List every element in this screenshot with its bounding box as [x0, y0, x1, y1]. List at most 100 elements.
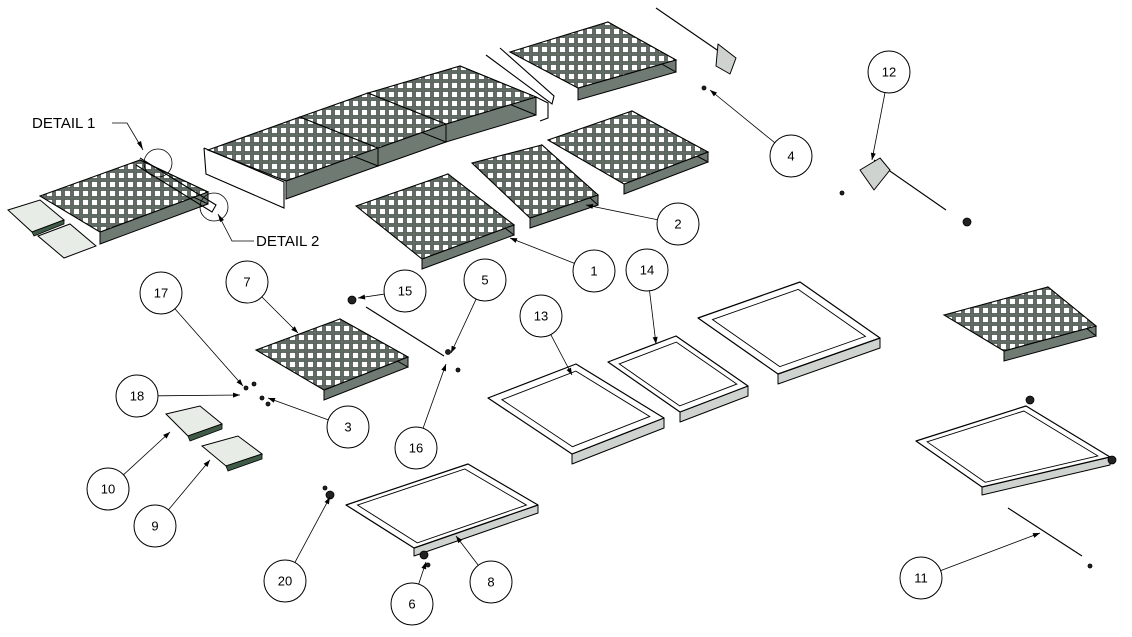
- left-platform-rail: [135, 157, 217, 213]
- arrowhead-15: [358, 294, 366, 300]
- balloon-number: 3: [344, 420, 351, 435]
- hardware-2: [445, 349, 451, 355]
- arrowhead-4: [710, 90, 718, 97]
- arrowhead-9: [203, 460, 210, 467]
- balloon-circle: [469, 560, 513, 604]
- grate-item-7: [254, 318, 410, 401]
- detail-1-callout: DETAIL 1: [32, 115, 173, 178]
- arrowhead-13: [566, 367, 572, 375]
- balloon-13: 13: [519, 294, 563, 338]
- hardware-13: [1107, 455, 1117, 465]
- arrowhead-6: [421, 562, 427, 570]
- balloon-5: 5: [463, 258, 507, 302]
- balloon-circle: [572, 249, 616, 293]
- arrowhead-10: [163, 432, 170, 439]
- bracket-item-4: [715, 43, 737, 75]
- frame-item-14: [607, 335, 749, 423]
- grate-item-1: [354, 172, 516, 270]
- balloon-1: 1: [572, 249, 616, 293]
- left-ramp-plate-lower: [37, 223, 97, 259]
- main-platform-grate-mid: [298, 92, 448, 167]
- leader-12: [871, 92, 886, 161]
- balloon-circle: [867, 50, 911, 94]
- leader-10: [123, 431, 171, 476]
- balloon-12: 12: [867, 50, 911, 94]
- balloon-6: 6: [390, 582, 434, 626]
- bracket-item-12: [859, 157, 891, 191]
- arrowhead-20: [324, 497, 330, 505]
- balloon-number: 14: [640, 263, 654, 278]
- hardware-12: [1025, 395, 1035, 405]
- arrowhead-8: [456, 536, 463, 544]
- arrowhead-7: [291, 326, 298, 333]
- hardware-8: [325, 490, 335, 500]
- balloon-number: 18: [130, 389, 144, 404]
- hardware-6: [259, 395, 265, 401]
- balloon-circle: [769, 134, 813, 178]
- frame-item-13: [487, 363, 665, 465]
- rod-item-11: [1007, 507, 1083, 557]
- balloon-number: 13: [534, 309, 548, 324]
- balloon-number: 12: [882, 65, 896, 80]
- arrowhead-12: [870, 152, 876, 160]
- balloon-7: 7: [225, 260, 269, 304]
- balloon-3: 3: [326, 405, 370, 449]
- main-platform-end-rail: [203, 147, 285, 209]
- balloon-circle: [394, 426, 438, 470]
- detail-1-label: DETAIL 1: [32, 115, 95, 132]
- balloon-circle: [383, 269, 427, 313]
- bar-item-4: [655, 7, 721, 53]
- arrowhead-16: [441, 364, 446, 372]
- balloon-number: 7: [243, 275, 250, 290]
- hardware-14: [1087, 563, 1093, 569]
- hardware-5: [251, 381, 257, 387]
- balloon-20: 20: [263, 559, 307, 603]
- hardware-4: [243, 385, 249, 391]
- balloon-number: 5: [481, 273, 488, 288]
- detail-2-label: DETAIL 2: [256, 233, 319, 250]
- leader-7: [261, 296, 299, 334]
- main-platform-grate-right: [366, 65, 538, 143]
- hardware-16: [962, 217, 972, 227]
- balloon-number: 1: [590, 264, 597, 279]
- balloon-circle: [139, 271, 183, 315]
- balloon-circle: [115, 374, 159, 418]
- hardware-7: [265, 401, 271, 407]
- hardware-1: [347, 295, 357, 305]
- balloon-circle: [463, 258, 507, 302]
- left-ramp-plate-edge: [31, 219, 65, 237]
- balloon-number: 6: [408, 597, 415, 612]
- arrowhead-17: [236, 379, 243, 386]
- balloon-4: 4: [769, 134, 813, 178]
- main-platform-end-clip: [535, 96, 549, 122]
- frame-right-assembly: [915, 405, 1111, 496]
- parts-layer: [7, 7, 1117, 569]
- arrowhead-5: [451, 345, 457, 353]
- frame-item-8: [345, 463, 539, 557]
- balloon-11: 11: [899, 556, 943, 600]
- leader-18: [157, 394, 241, 397]
- balloon-circle: [656, 202, 700, 246]
- balloon-2: 2: [656, 202, 700, 246]
- balloon-number: 10: [101, 482, 115, 497]
- balloon-16: 16: [394, 426, 438, 470]
- balloon-17: 17: [139, 271, 183, 315]
- balloon-number: 16: [409, 441, 423, 456]
- leader-9: [168, 459, 211, 511]
- leader-16: [422, 363, 447, 429]
- hardware-9: [322, 485, 328, 491]
- arrowhead-3: [268, 398, 276, 403]
- balloon-number: 15: [398, 284, 412, 299]
- balloon-number: 8: [487, 575, 494, 590]
- grate-item-2: [470, 143, 600, 229]
- leader-lines: [123, 89, 1041, 585]
- balloon-8: 8: [469, 560, 513, 604]
- leader-14: [649, 290, 657, 345]
- balloon-circle: [390, 582, 434, 626]
- frame-unlabeled: [697, 281, 881, 385]
- upper-platform-rail: [485, 47, 555, 105]
- detail-2-callout: DETAIL 2: [199, 192, 319, 250]
- leader-4: [709, 89, 775, 144]
- arrowhead-11: [1032, 533, 1040, 538]
